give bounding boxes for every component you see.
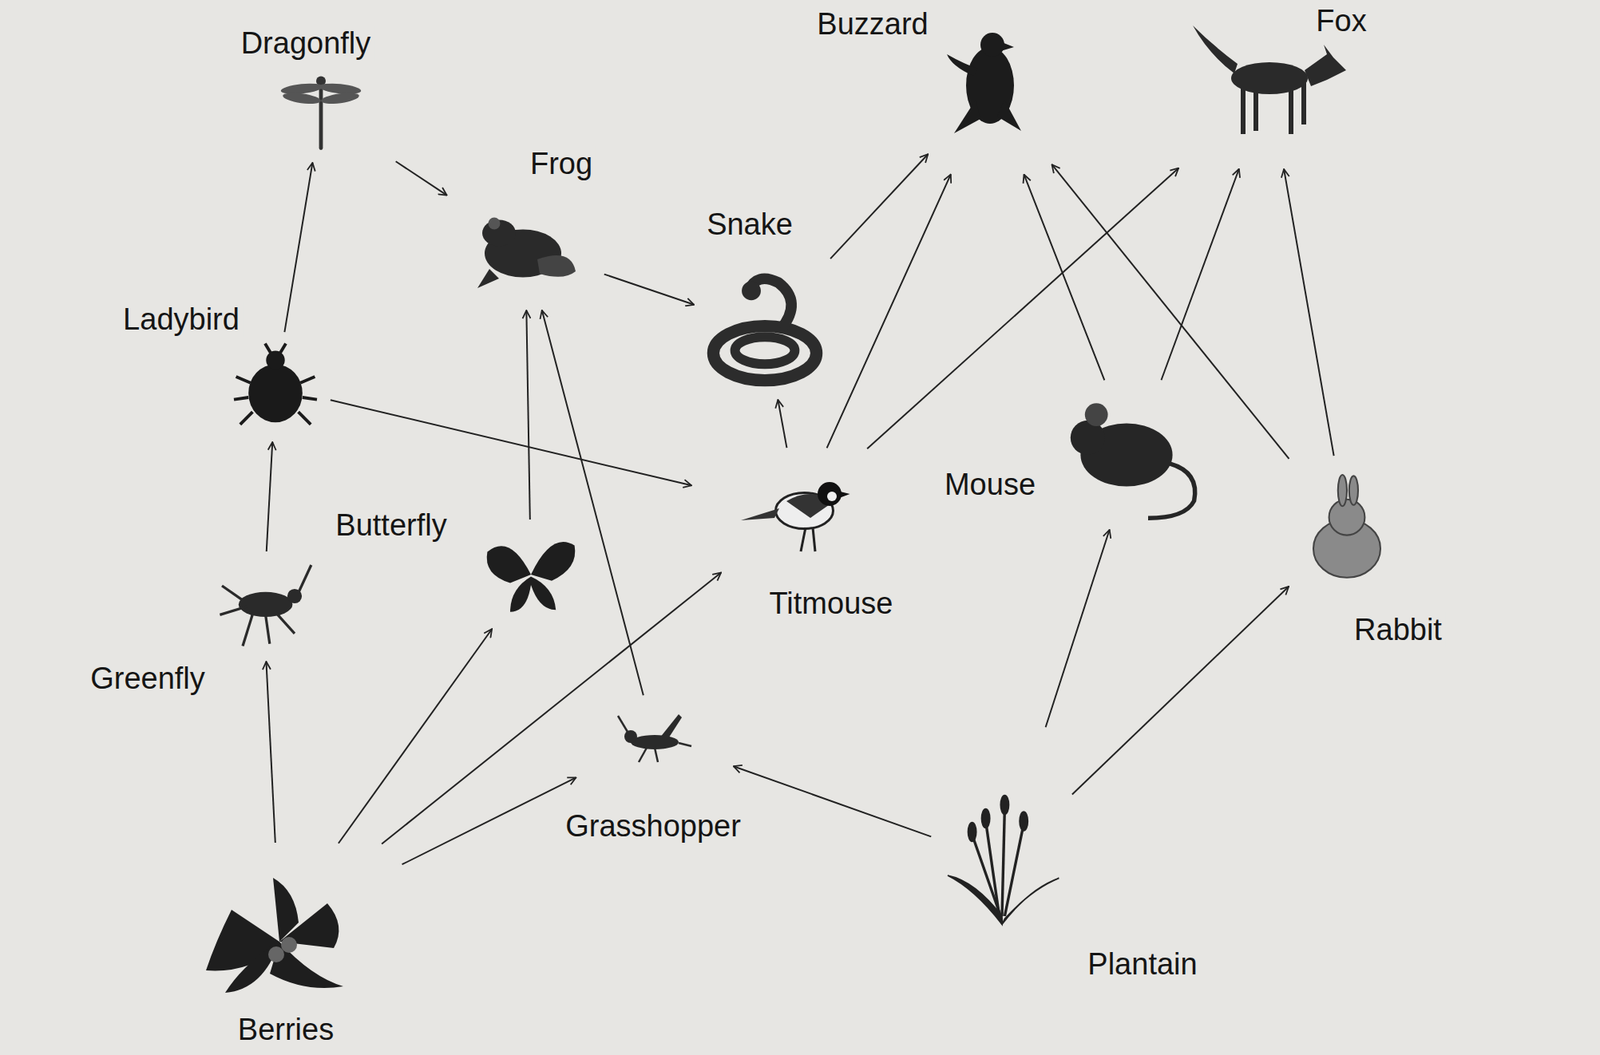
organism-icon: [1291, 459, 1403, 603]
feeding-arrow: [381, 572, 721, 844]
feeding-arrow: [777, 400, 787, 448]
organism-icon: [1049, 383, 1218, 527]
organism-label: Buzzard: [813, 6, 931, 42]
organism-node: Fox: [1125, 6, 1414, 167]
organism-node: Butterfly: [463, 522, 599, 627]
feeding-arrow: [1072, 586, 1289, 796]
organism-node: Greenfly: [195, 554, 332, 659]
feeding-arrow: [1045, 530, 1110, 728]
organism-icon: [934, 730, 1070, 995]
feeding-arrow: [1052, 164, 1290, 460]
feeding-arrow: [1024, 174, 1105, 381]
organism-label: Plantain: [1084, 946, 1200, 983]
organism-icon: [463, 522, 599, 627]
feeding-arrow: [265, 661, 275, 844]
organism-label: Butterfly: [332, 507, 450, 543]
organism-icon: [930, 3, 1050, 172]
organism-icon: [159, 846, 400, 1006]
organism-label: Greenfly: [87, 661, 209, 697]
organism-label: Snake: [703, 206, 797, 242]
organism-label: Titmouse: [766, 586, 897, 622]
organism-node: Frog: [449, 187, 602, 308]
organism-label: Berries: [234, 1012, 337, 1048]
organism-node: Titmouse: [694, 451, 903, 571]
organism-label: Mouse: [941, 467, 1039, 503]
feeding-arrow: [338, 629, 492, 844]
organism-node: Rabbit: [1291, 459, 1403, 603]
feeding-arrow: [830, 154, 928, 259]
organism-label: Rabbit: [1350, 612, 1446, 648]
organism-label: Dragonfly: [237, 25, 375, 61]
feeding-arrow: [266, 442, 273, 552]
organism-node: Grasshopper: [578, 698, 731, 779]
organism-node: Mouse: [1049, 383, 1218, 527]
organism-node: Berries: [159, 846, 400, 1006]
organism-icon: [697, 261, 833, 397]
feeding-arrow: [867, 168, 1179, 450]
feeding-arrow: [827, 174, 951, 449]
organism-icon: [449, 187, 602, 308]
feeding-arrow: [284, 162, 313, 333]
organism-label: Frog: [526, 146, 596, 182]
feeding-arrow: [396, 161, 448, 195]
organism-label: Fox: [1312, 3, 1370, 39]
feeding-arrow: [330, 400, 692, 486]
organism-icon: [223, 335, 328, 440]
feeding-arrow: [526, 310, 530, 520]
organism-icon: [694, 451, 903, 571]
organism-icon: [241, 63, 401, 160]
organism-node: Dragonfly: [241, 63, 401, 160]
feeding-arrow: [733, 766, 931, 837]
organism-node: Snake: [697, 261, 833, 397]
feeding-arrow: [402, 777, 577, 865]
feeding-arrow: [1283, 169, 1335, 456]
feeding-arrow: [542, 310, 644, 696]
organism-node: Ladybird: [223, 335, 328, 440]
organism-icon: [195, 554, 332, 659]
organism-icon: [1125, 6, 1414, 167]
organism-label: Grasshopper: [562, 808, 745, 844]
feeding-arrow: [604, 274, 694, 305]
organism-label: Ladybird: [119, 301, 243, 337]
organism-node: Buzzard: [930, 3, 1050, 172]
organism-node: Plantain: [934, 730, 1070, 995]
organism-icon: [578, 698, 731, 779]
